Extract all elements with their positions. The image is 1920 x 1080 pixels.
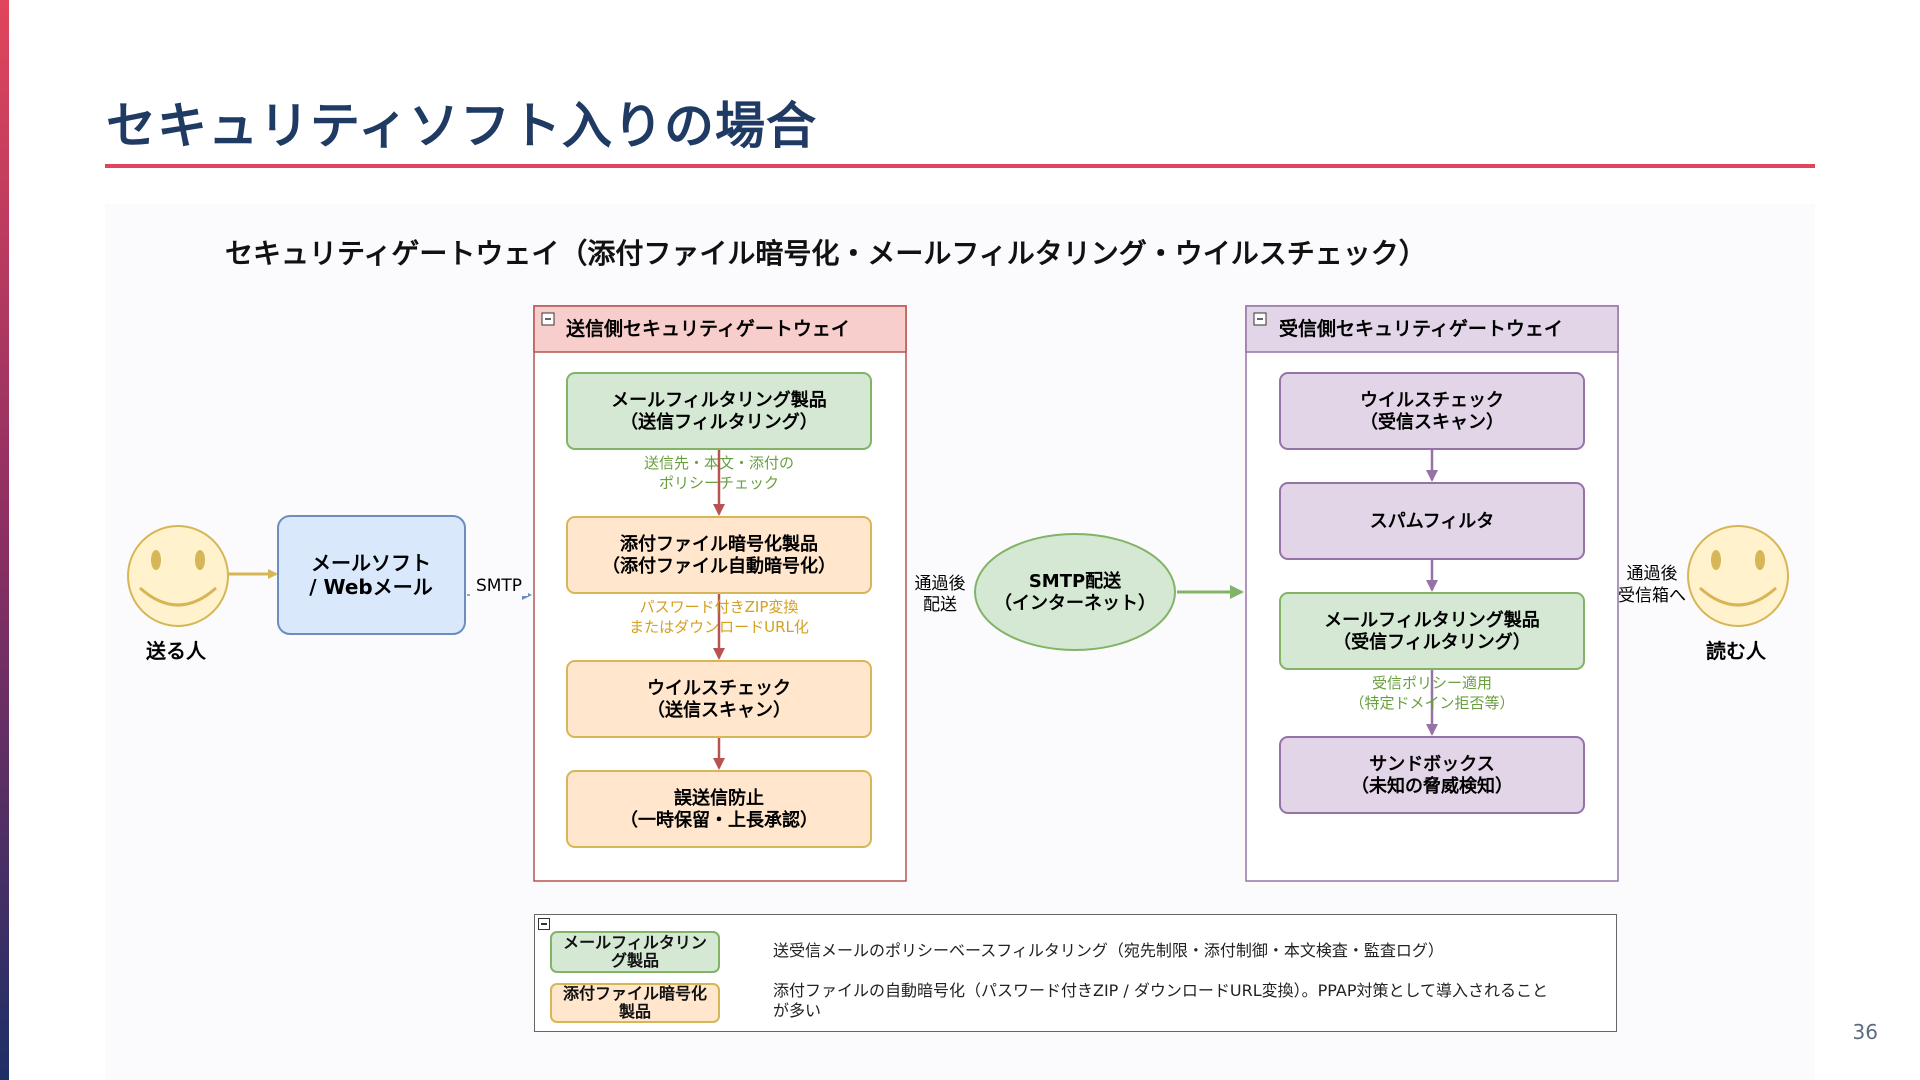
send-virus-check-node [566, 660, 872, 738]
legend-desc-encryption-line1: 添付ファイルの自動暗号化（パスワード付きZIP / ダウンロードURL変換）。P… [773, 981, 1549, 1000]
pass-deliver-line2: 配送 [923, 595, 957, 615]
legend-collapse-icon[interactable] [538, 918, 550, 930]
send-gateway-header [533, 305, 907, 353]
recv-spam-filter-node [1279, 482, 1585, 560]
legend-box: メールフィルタリング製品 送受信メールのポリシーベースフィルタリング（宛先制限・… [534, 914, 1617, 1032]
send-node-3-line1: ウイルスチェック [647, 678, 791, 699]
send-node-3-line2: （送信スキャン） [647, 699, 791, 721]
smtp-delivery-line1: SMTP配送 [1029, 570, 1122, 592]
slide-title: セキュリティソフト入りの場合 [106, 97, 817, 155]
recv-sandbox-node [1279, 736, 1585, 814]
send-edge-1-line2: ポリシーチェック [659, 474, 779, 492]
reader-smiley-icon [1687, 525, 1789, 627]
recv-gateway-title: 受信側セキュリティゲートウェイ [1279, 317, 1563, 340]
legend-swatch-filtering: メールフィルタリング製品 [550, 931, 720, 973]
recv-node-3-line2: （受信フィルタリング） [1333, 631, 1531, 653]
accent-bar [0, 0, 9, 1080]
send-node-1-line1: メールフィルタリング製品 [611, 389, 827, 411]
pass-inbox-line1: 通過後 [1627, 564, 1678, 584]
smtp-delivery-line2: （インターネット） [994, 593, 1156, 614]
send-node-1-line2: （送信フィルタリング） [620, 411, 818, 433]
send-node-4-line1: 誤送信防止 [674, 787, 764, 809]
send-node-2-line1: 添付ファイル暗号化製品 [620, 533, 818, 555]
recv-virus-check-node [1279, 372, 1585, 450]
send-edge-2-line2: またはダウンロードURL化 [629, 618, 809, 636]
sender-smiley-icon [127, 525, 229, 627]
send-gateway-collapse-icon[interactable] [541, 312, 555, 326]
send-edge-1-line1: 送信先・本文・添付の [644, 454, 794, 472]
smtp-delivery-node [974, 533, 1176, 651]
send-encryption-node [566, 516, 872, 594]
smtp-label-bg [470, 574, 528, 596]
recv-edge-1-line2: （特定ドメイン拒否等） [1349, 694, 1514, 712]
recv-node-3-line1: メールフィルタリング製品 [1324, 609, 1540, 631]
send-misdelivery-node [566, 770, 872, 848]
send-gateway-title: 送信側セキュリティゲートウェイ [566, 317, 850, 340]
recv-node-1-line1: ウイルスチェック [1360, 390, 1504, 411]
legend-desc-filtering: 送受信メールのポリシーベースフィルタリング（宛先制限・添付制御・本文検査・監査ロ… [773, 941, 1444, 960]
send-node-2-line2: （添付ファイル自動暗号化） [602, 555, 836, 577]
recv-node-4-line1: サンドボックス [1369, 754, 1494, 775]
recv-edge-1-line1: 受信ポリシー適用 [1372, 674, 1492, 692]
send-edge-2-line1: パスワード付きZIP変換 [640, 598, 799, 616]
legend-swatch-encryption: 添付ファイル暗号化製品 [550, 983, 720, 1023]
legend-desc-encryption-line2: が多い [773, 1001, 822, 1020]
pass-deliver-line1: 通過後 [915, 574, 966, 594]
mail-client-line2: / Webメール [309, 575, 433, 599]
recv-gateway-header [1245, 305, 1619, 353]
title-rule [105, 164, 1815, 168]
recv-node-2-line1: スパムフィルタ [1370, 511, 1495, 532]
mail-client-node [277, 515, 466, 635]
recv-gateway-collapse-icon[interactable] [1253, 312, 1267, 326]
recv-node-4-line2: （未知の脅威検知） [1351, 775, 1513, 797]
recv-node-1-line2: （受信スキャン） [1360, 411, 1504, 433]
page-number: 36 [1852, 1020, 1878, 1044]
reader-label: 読む人 [1706, 639, 1767, 663]
pass-inbox-line2: 受信箱へ [1618, 586, 1686, 606]
smtp-label: SMTP [476, 576, 522, 596]
send-node-4-line2: （一時保留・上長承認） [620, 809, 818, 831]
mail-client-line1: メールソフト [311, 551, 431, 575]
recv-filtering-node [1279, 592, 1585, 670]
sender-label: 送る人 [146, 639, 207, 663]
diagram-title: セキュリティゲートウェイ（添付ファイル暗号化・メールフィルタリング・ウイルスチェ… [225, 237, 1427, 270]
send-filtering-node [566, 372, 872, 450]
